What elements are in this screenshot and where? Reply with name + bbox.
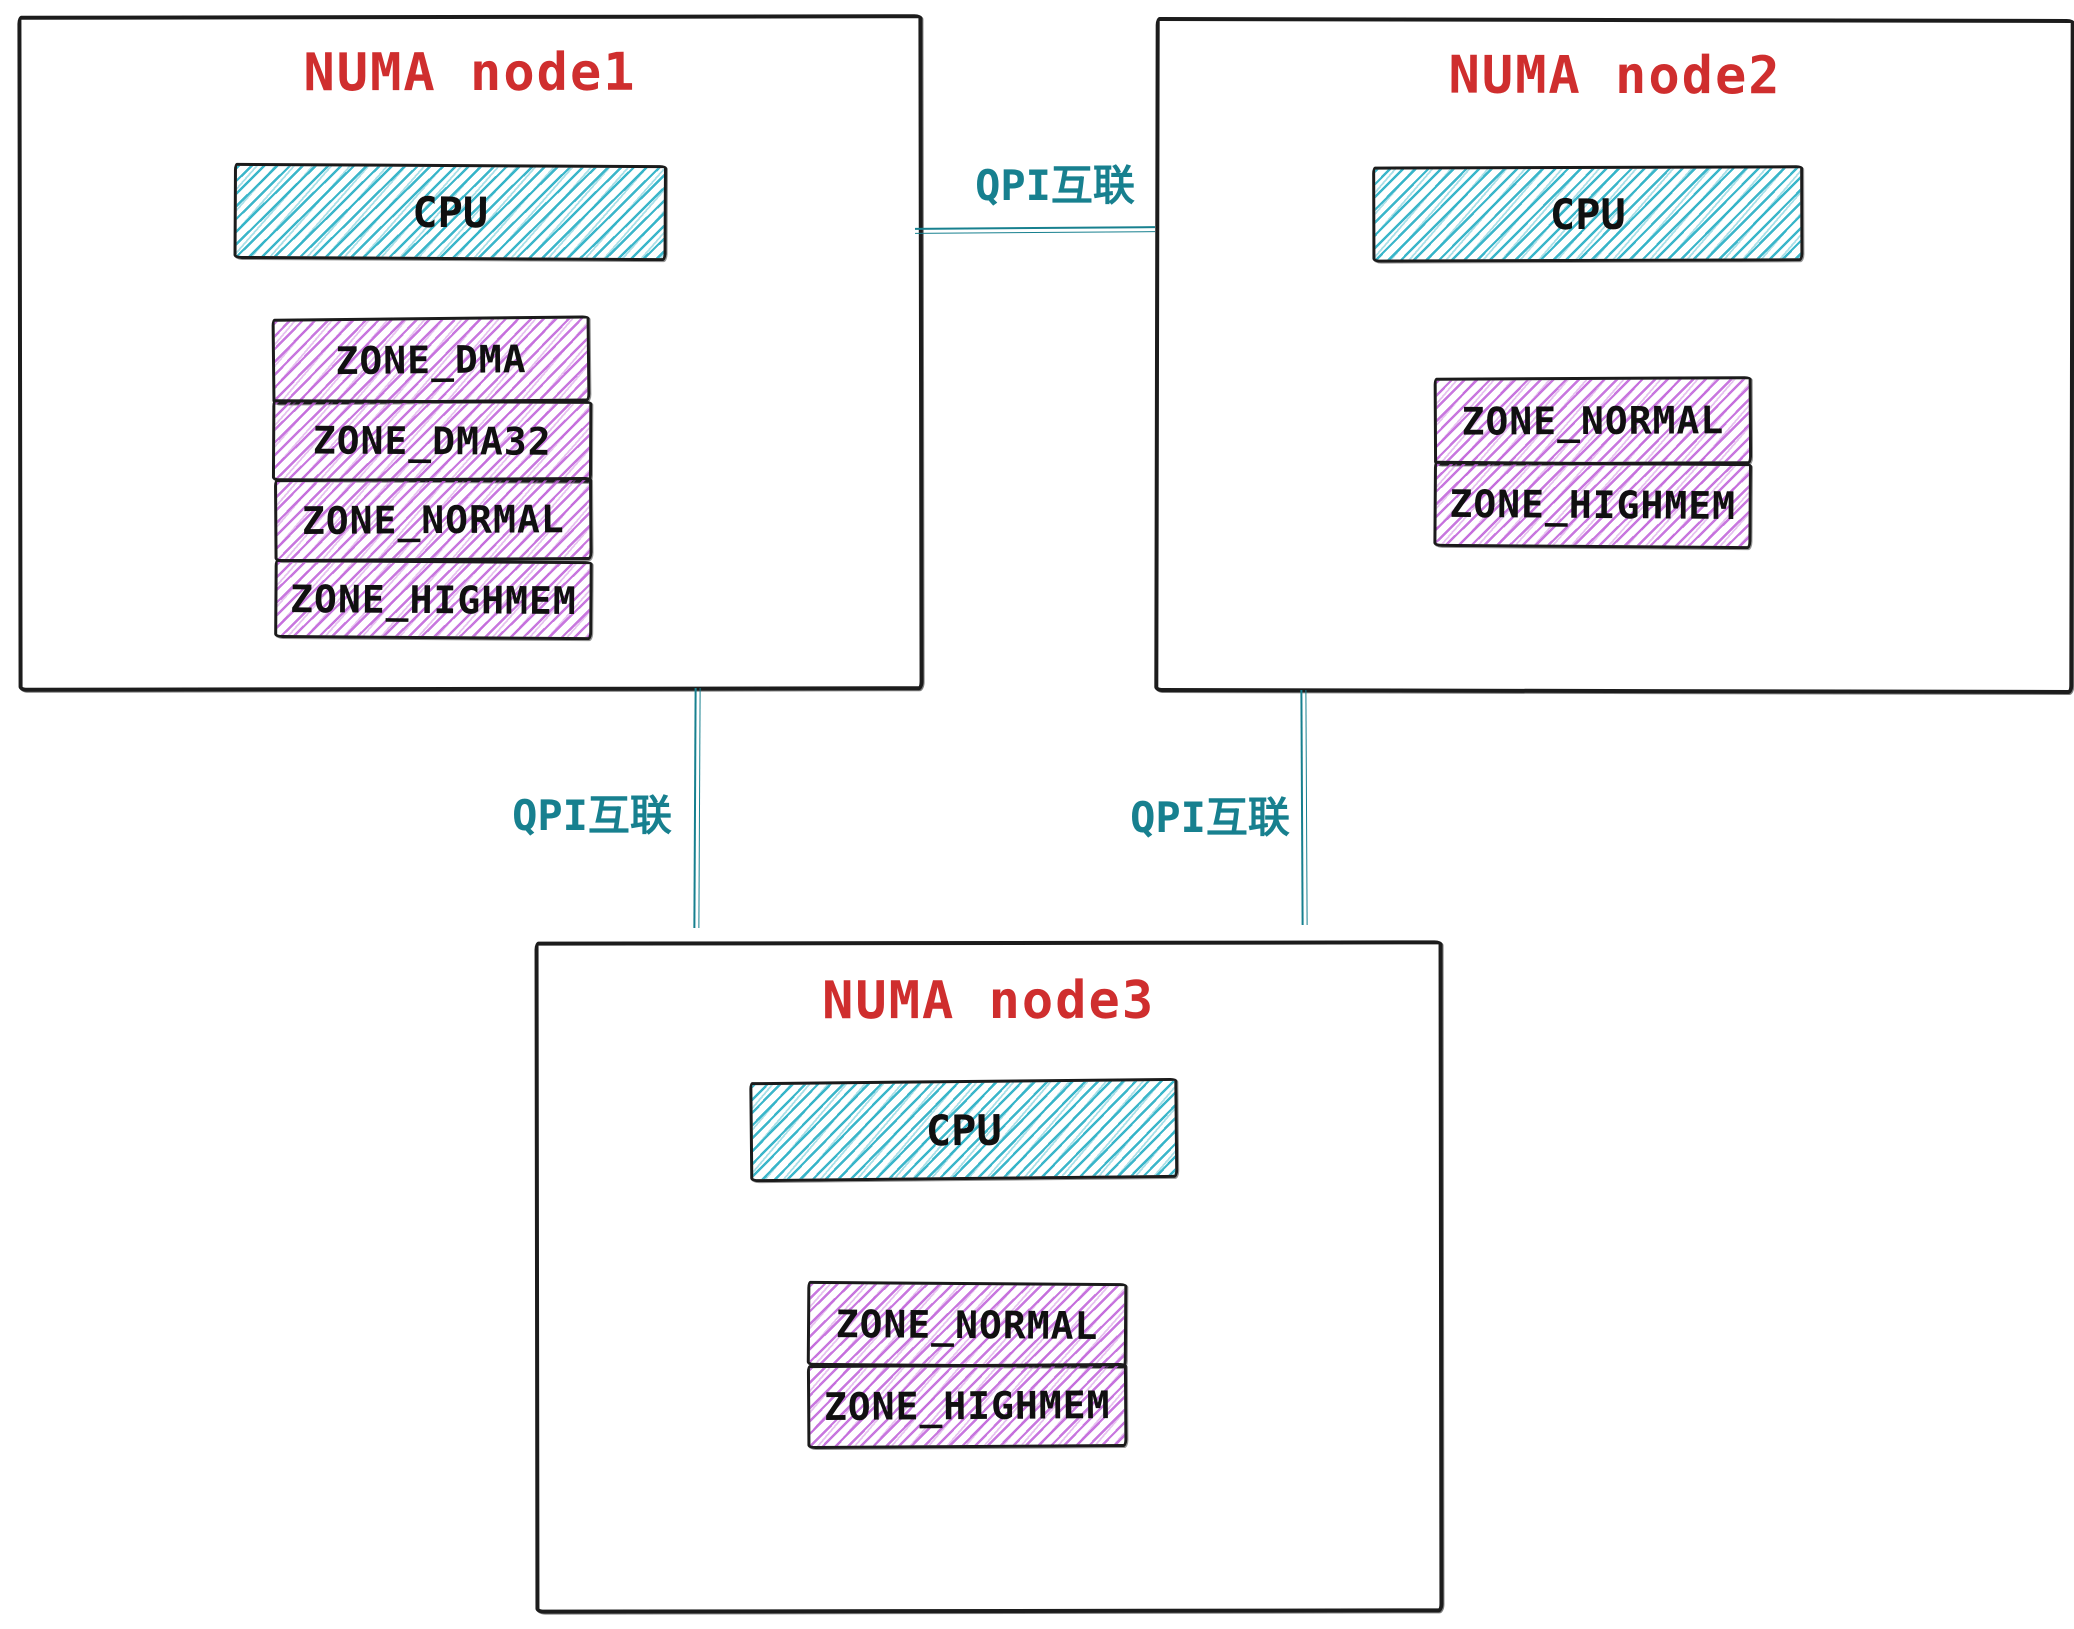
numa-node3-box: NUMA node3 CPU ZONE_NORMAL ZONE_HIGHMEM — [534, 940, 1444, 1614]
qpi-label-node2-node3: QPI互联 — [1130, 793, 1290, 842]
node1-zone-highmem: ZONE_HIGHMEM — [274, 558, 593, 641]
numa-node3-title: NUMA node3 — [822, 970, 1156, 1032]
node3-zone-normal-label: ZONE_NORMAL — [835, 1301, 1099, 1348]
node2-zone-normal: ZONE_NORMAL — [1433, 376, 1753, 466]
node1-cpu-box: CPU — [233, 162, 668, 262]
node3-zone-highmem-label: ZONE_HIGHMEM — [823, 1383, 1111, 1429]
qpi-label-node1-node3: QPI互联 — [512, 791, 672, 840]
node3-cpu-box: CPU — [749, 1077, 1179, 1183]
node3-zone-highmem: ZONE_HIGHMEM — [806, 1362, 1128, 1450]
node1-zone-normal-label: ZONE_NORMAL — [301, 496, 565, 543]
node3-cpu-label: CPU — [925, 1105, 1002, 1155]
node1-cpu-label: CPU — [412, 187, 489, 237]
numa-node2-title: NUMA node2 — [1448, 45, 1782, 107]
numa-node1-title: NUMA node1 — [303, 42, 637, 104]
numa-node1-box: NUMA node1 CPU ZONE_DMA ZONE_DMA32 ZONE_… — [17, 14, 924, 692]
qpi-link-node1-node3 — [693, 687, 701, 929]
node2-zone-normal-label: ZONE_NORMAL — [1461, 398, 1725, 444]
node2-cpu-label: CPU — [1549, 189, 1626, 239]
numa-node2-box: NUMA node2 CPU ZONE_NORMAL ZONE_HIGHMEM — [1154, 17, 2074, 694]
node1-zone-dma-label: ZONE_DMA — [335, 337, 527, 384]
node2-zone-highmem: ZONE_HIGHMEM — [1433, 460, 1752, 550]
node1-zone-dma32: ZONE_DMA32 — [271, 399, 593, 483]
node1-zone-dma32-label: ZONE_DMA32 — [312, 418, 552, 464]
node2-cpu-box: CPU — [1372, 165, 1804, 263]
node1-zone-highmem-label: ZONE_HIGHMEM — [289, 576, 577, 623]
node2-zone-highmem-label: ZONE_HIGHMEM — [1449, 481, 1737, 529]
node3-zone-normal: ZONE_NORMAL — [806, 1280, 1128, 1369]
qpi-label-node1-node2: QPI互联 — [975, 161, 1135, 210]
node1-zone-normal: ZONE_NORMAL — [274, 476, 593, 563]
qpi-link-node1-node2 — [914, 226, 1156, 234]
node1-zone-dma: ZONE_DMA — [271, 315, 591, 405]
